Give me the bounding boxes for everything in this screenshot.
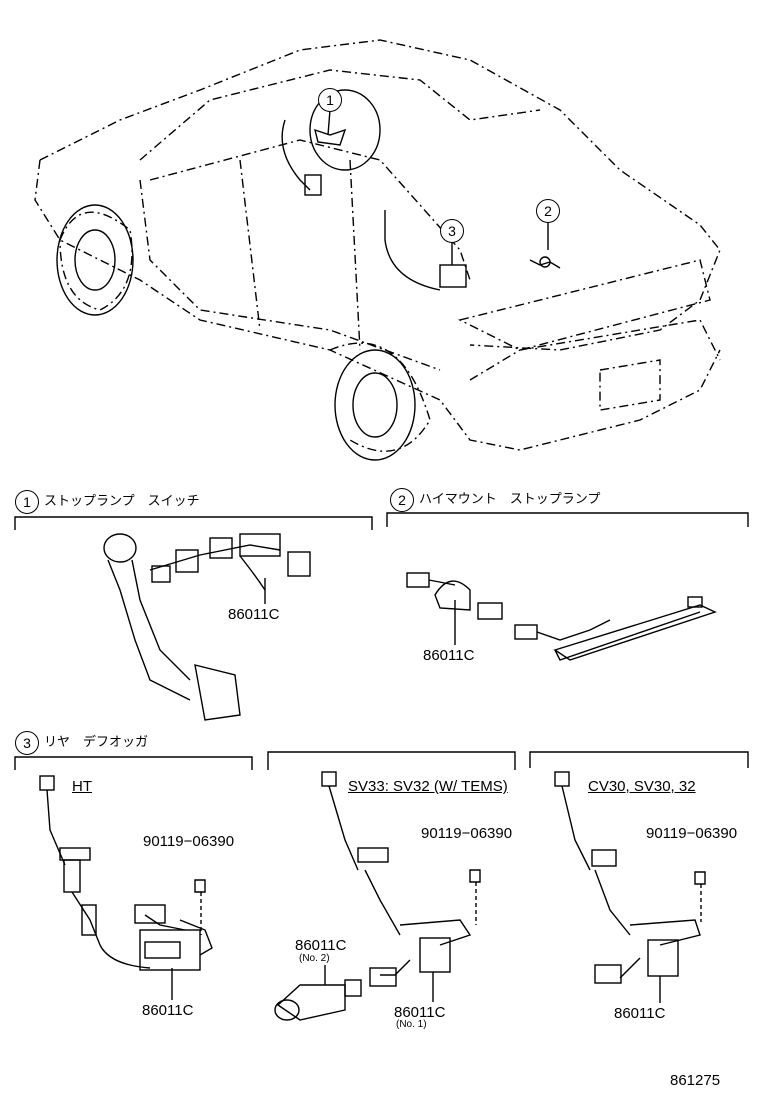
section-1-number: 1 (15, 490, 39, 514)
variant-cv30-bolt: 90119−06390 (646, 825, 738, 842)
callout-1-car: 1 (318, 88, 342, 112)
variant-ht-label: HT (72, 778, 92, 795)
callout-2-car: 2 (536, 199, 560, 223)
car-wheels (56, 204, 416, 461)
section-3-title: リヤ デフオッガ (44, 735, 149, 750)
variant-ht-bolt: 90119−06390 (143, 833, 235, 850)
figure-number: 861275 (670, 1072, 721, 1089)
variant-sv33-part-no1-note: (No. 1) (396, 1019, 427, 1030)
car-illustration (34, 39, 721, 452)
defogger-ht-drawing (39, 775, 213, 1000)
section-2-title: ハイマウント ストップランプ (419, 492, 601, 507)
stop-lamp-switch-drawing (103, 533, 311, 721)
section-3-number: 3 (15, 731, 39, 755)
variant-cv30-label: CV30, SV30, 32 (588, 778, 696, 795)
callout-leaders (327, 109, 549, 265)
section-2-number: 2 (390, 488, 414, 512)
section-2-part: 86011C (423, 647, 475, 664)
defogger-sv33-drawing (274, 771, 481, 1021)
callout-3-car: 3 (440, 219, 464, 243)
defogger-cv30-drawing (554, 771, 706, 1003)
variant-sv33-part-no2: 86011C (295, 937, 347, 954)
variant-sv33-part-no1: 86011C (394, 1004, 446, 1021)
section-brackets (14, 512, 749, 770)
variant-sv33-bolt: 90119−06390 (421, 825, 513, 842)
section-1-title: ストップランプ スイッチ (44, 494, 200, 509)
high-mount-lamp-drawing (406, 572, 717, 661)
variant-sv33-label: SV33: SV32 (W/ TEMS) (348, 778, 508, 795)
variant-cv30-part: 86011C (614, 1005, 666, 1022)
section-1-part: 86011C (228, 606, 280, 623)
car-wiring (281, 89, 561, 291)
variant-ht-part: 86011C (142, 1002, 194, 1019)
variant-sv33-part-no2-note: (No. 2) (299, 953, 330, 964)
